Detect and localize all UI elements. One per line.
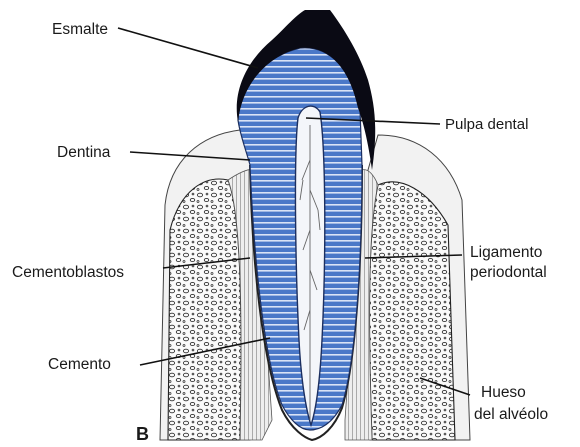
leader-esmalte [118,28,258,68]
label-ligamento-2: periodontal [470,264,547,281]
label-esmalte: Esmalte [52,21,108,38]
label-cemento: Cemento [48,356,111,373]
panel-letter: B [136,424,149,442]
label-dentina: Dentina [57,144,111,161]
label-pulpa-dental: Pulpa dental [445,116,528,133]
alveolar-bone-left [168,179,241,440]
label-cementoblastos: Cementoblastos [12,264,124,281]
alveolar-bone-right [370,182,455,440]
label-hueso-2: del alvéolo [474,406,548,423]
label-ligamento-1: Ligamento [470,244,542,261]
label-hueso-1: Hueso [481,384,526,401]
